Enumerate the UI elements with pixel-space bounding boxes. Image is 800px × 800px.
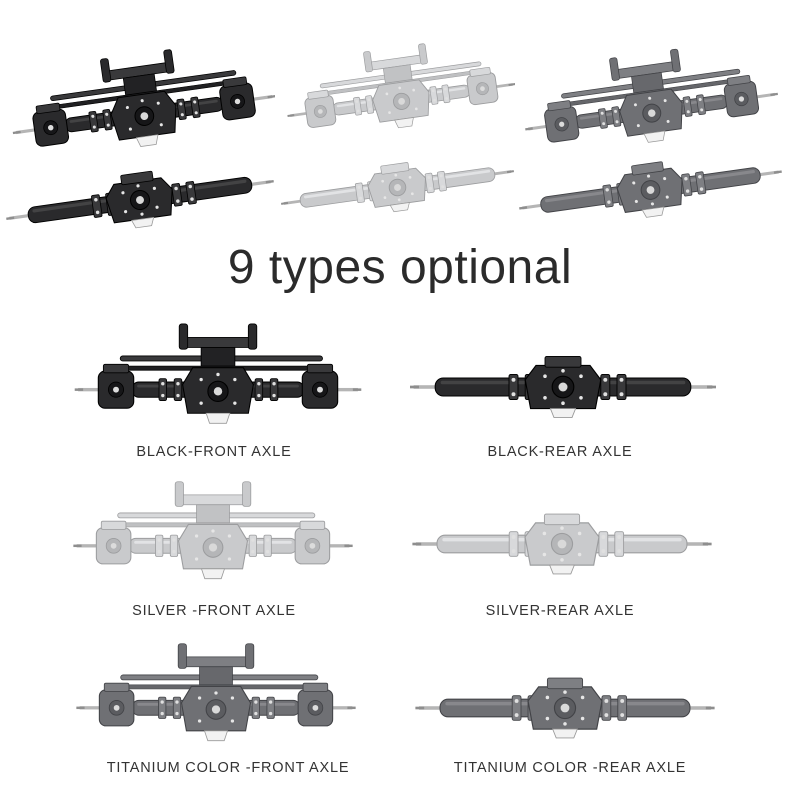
overview-titanium-front-axle-image	[525, 48, 778, 143]
caption-silver-front-axle: SILVER -FRONT AXLE	[132, 603, 296, 619]
caption-black-front-axle: BLACK-FRONT AXLE	[136, 444, 292, 460]
caption-titanium-rear-axle: TITANIUM COLOR -REAR AXLE	[453, 760, 687, 776]
silver-rear-axle-image	[412, 513, 712, 575]
caption-titanium-front-axle: TITANIUM COLOR -FRONT AXLE	[106, 760, 350, 776]
caption-silver-rear-axle: SILVER-REAR AXLE	[485, 603, 635, 619]
headline-9-types-optional: 9 types optional	[227, 241, 573, 294]
overview-black-front-axle-image	[12, 49, 275, 147]
titanium-rear-axle-image	[415, 677, 715, 739]
caption-black-rear-axle: BLACK-REAR AXLE	[487, 444, 633, 460]
black-front-axle-image	[74, 323, 362, 424]
overview-silver-front-axle-image	[287, 43, 515, 129]
overview-silver-rear-axle-image	[280, 162, 515, 213]
titanium-front-axle-image	[76, 643, 356, 742]
overview-titanium-rear-axle-image	[519, 161, 782, 218]
silver-front-axle-image	[73, 481, 353, 580]
overview-black-rear-axle-image	[6, 170, 274, 229]
black-rear-axle-image	[410, 355, 716, 419]
